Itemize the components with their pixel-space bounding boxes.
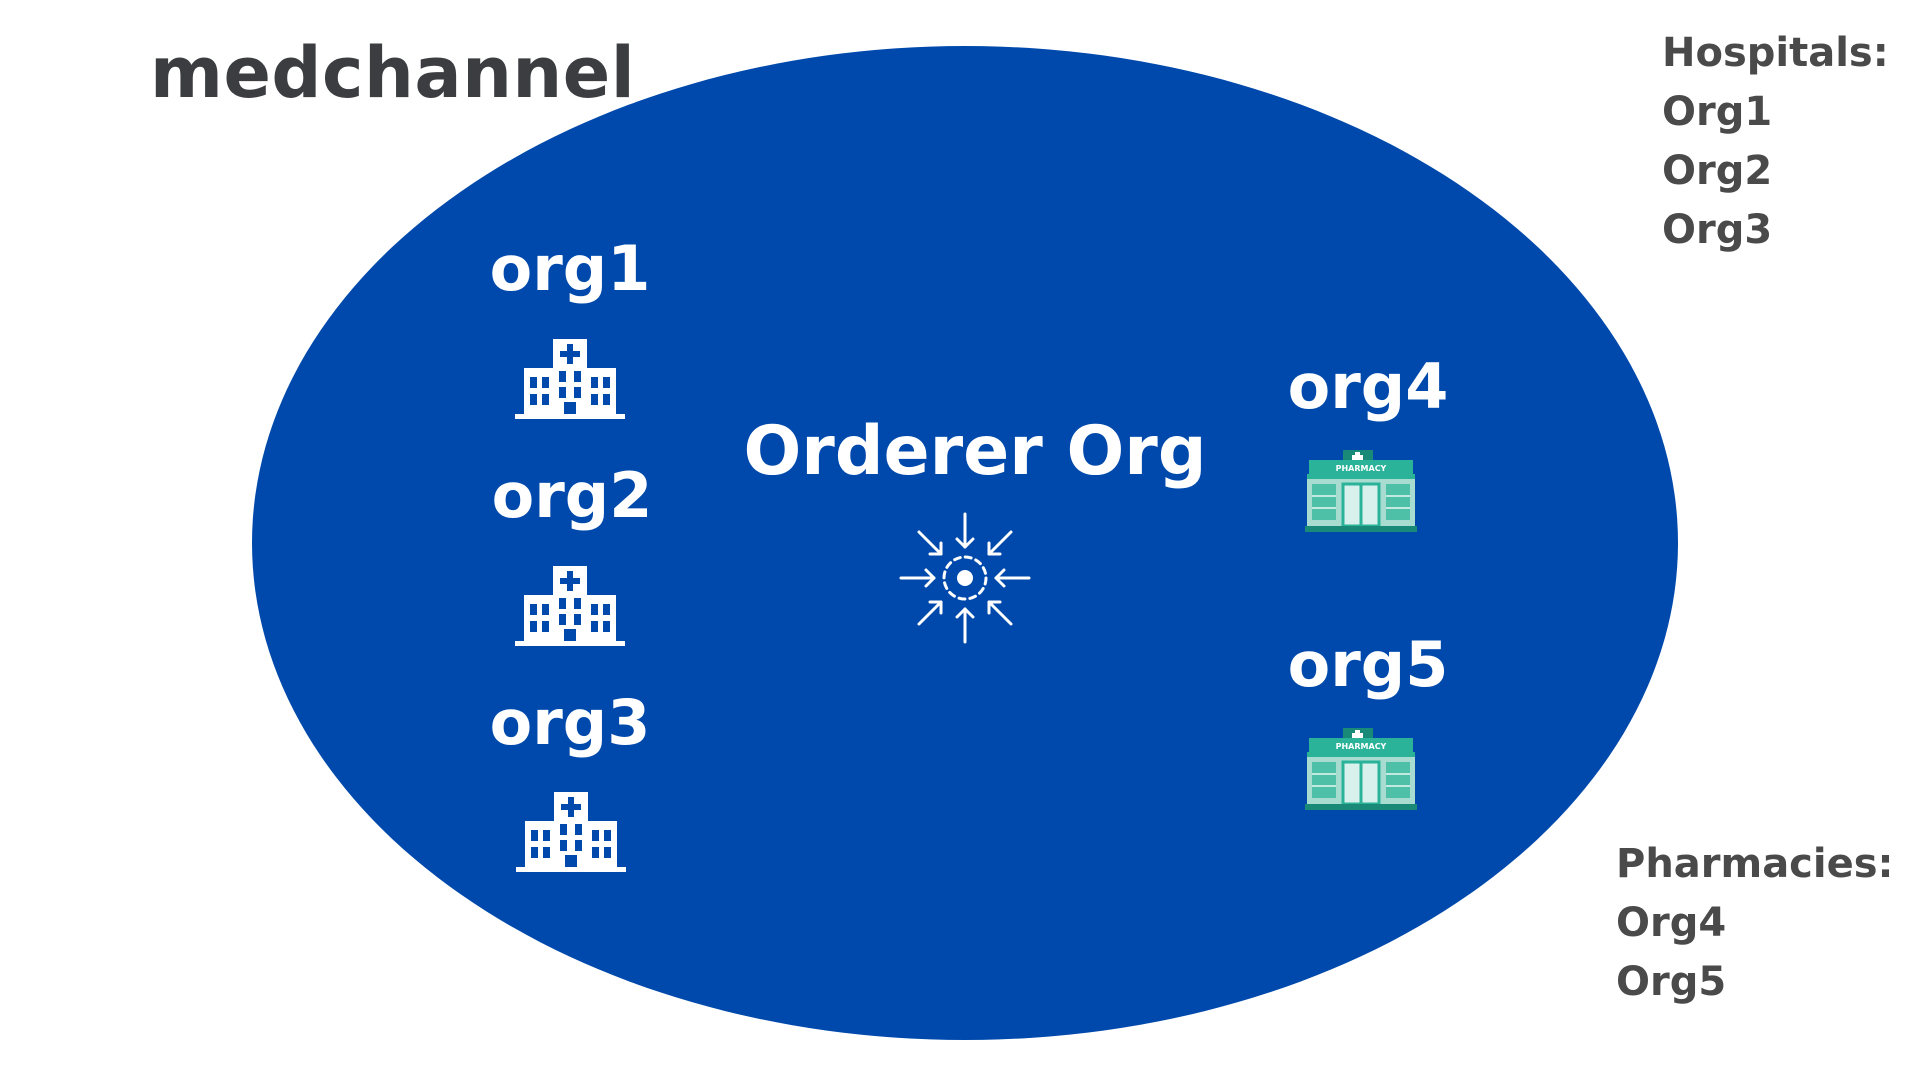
hospital-icon xyxy=(515,339,625,419)
pharmacy-icon: PHARMACY xyxy=(1305,728,1417,810)
org5-label: org5 xyxy=(1287,628,1449,701)
pharmacy-icon: PHARMACY xyxy=(1305,450,1417,532)
hospital-icon xyxy=(516,792,626,872)
orderer-label: Orderer Org xyxy=(743,412,1207,491)
converge-arrows-icon xyxy=(899,512,1031,644)
org2-label: org2 xyxy=(491,459,653,532)
hospitals-legend-title: Hospitals: xyxy=(1662,30,1889,76)
hospitals-legend-item: Org1 xyxy=(1662,89,1773,135)
org1-label: org1 xyxy=(489,232,651,305)
pharmacies-legend-title: Pharmacies: xyxy=(1616,841,1894,887)
pharmacy-sign-text: PHARMACY xyxy=(1336,742,1387,751)
pharmacies-legend-item: Org5 xyxy=(1616,959,1727,1005)
org4-label: org4 xyxy=(1287,350,1449,423)
pharmacies-legend: Pharmacies: Org4 Org5 xyxy=(1616,835,1894,1012)
channel-title: medchannel xyxy=(150,32,636,114)
org3-label: org3 xyxy=(489,686,651,759)
hospitals-legend: Hospitals: Org1 Org2 Org3 xyxy=(1662,24,1889,260)
pharmacies-legend-item: Org4 xyxy=(1616,900,1727,946)
hospitals-legend-item: Org2 xyxy=(1662,148,1773,194)
pharmacy-sign-text: PHARMACY xyxy=(1336,464,1387,473)
hospitals-legend-item: Org3 xyxy=(1662,207,1773,253)
hospital-icon xyxy=(515,566,625,646)
